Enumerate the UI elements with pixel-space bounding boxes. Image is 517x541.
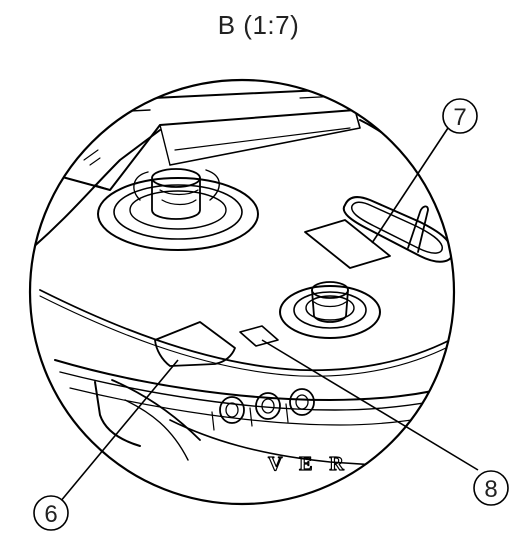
label-pad-right xyxy=(304,219,391,269)
panel-lettering: V E R xyxy=(268,453,350,475)
leader-7 xyxy=(371,127,449,244)
svg-text:8: 8 xyxy=(484,476,497,503)
callout-7: 7 xyxy=(442,98,478,134)
callout-6: 6 xyxy=(33,495,69,531)
leader-6 xyxy=(59,359,179,503)
pad-6 xyxy=(154,321,236,367)
svg-text:7: 7 xyxy=(453,104,466,131)
detail-view-label: B (1:7) xyxy=(217,10,300,40)
callout-8: 8 xyxy=(473,470,509,506)
pad-8 xyxy=(239,325,279,347)
right-joystick xyxy=(279,281,381,339)
knob-row xyxy=(211,388,315,431)
left-joystick xyxy=(97,168,259,251)
detail-circle xyxy=(28,78,456,506)
svg-text:6: 6 xyxy=(44,501,57,528)
leader-8 xyxy=(261,339,479,471)
top-cover xyxy=(54,87,366,191)
leader-lines xyxy=(59,127,479,503)
